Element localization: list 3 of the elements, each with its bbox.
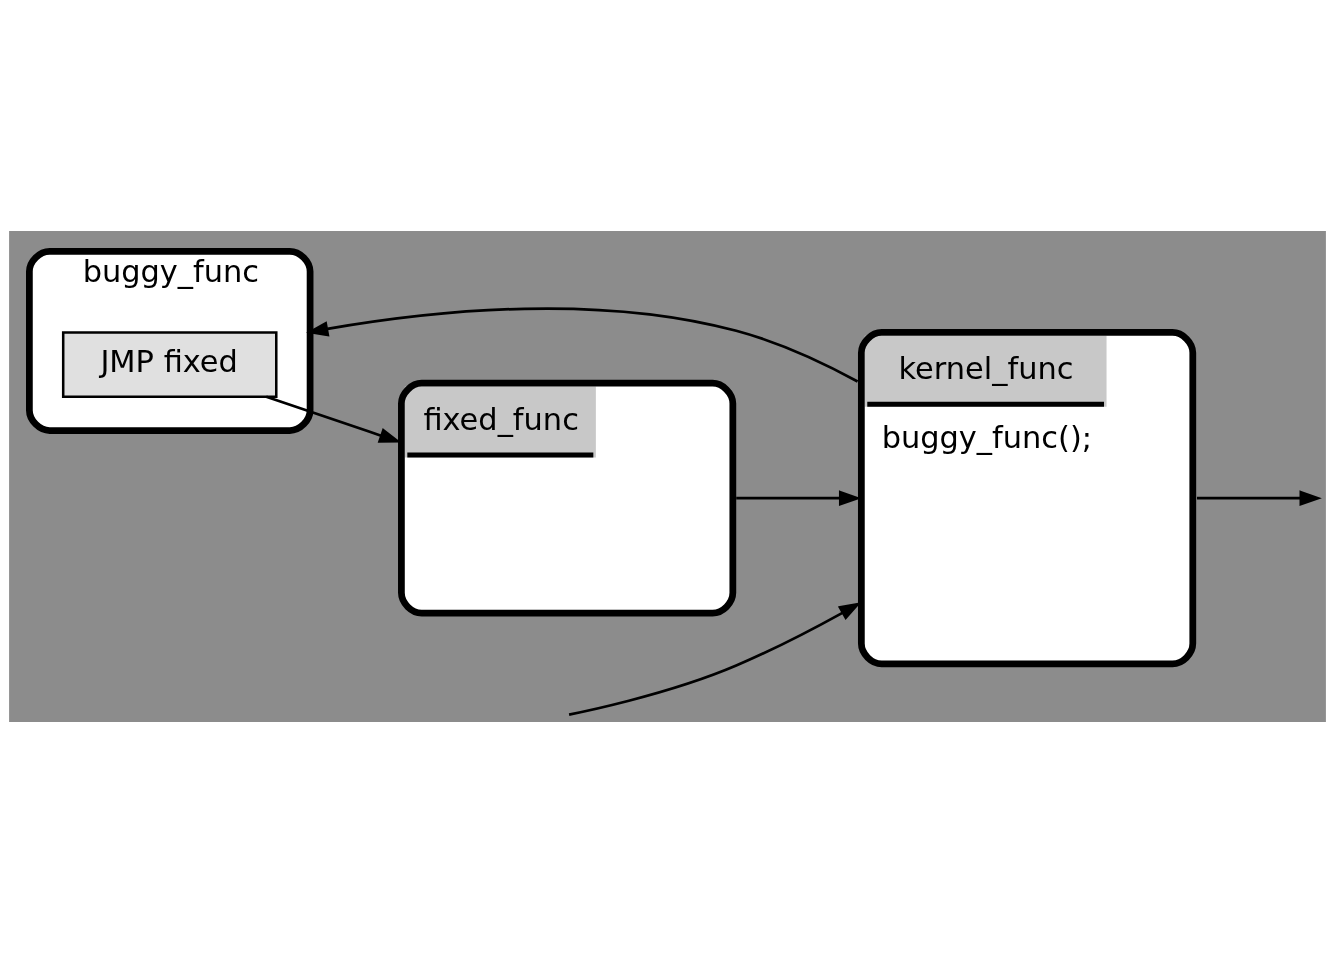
arrow bbox=[1196, 490, 1322, 506]
node-box: JMP fixed bbox=[61, 331, 278, 398]
arrow bbox=[306, 307, 859, 383]
